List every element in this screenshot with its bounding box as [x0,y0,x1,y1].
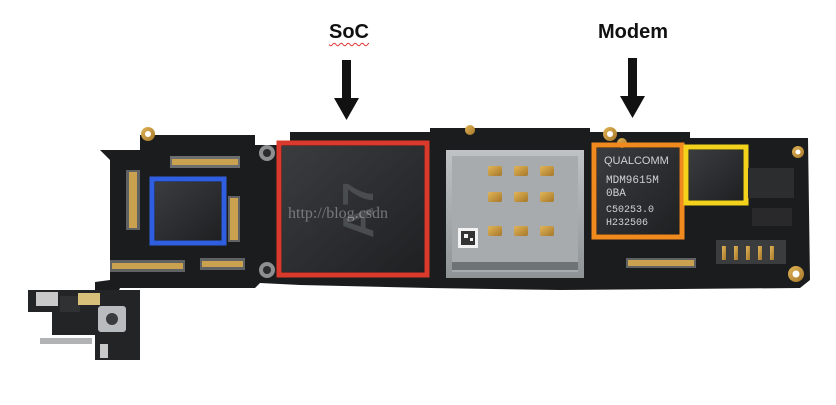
sim-tray [446,150,584,278]
connectors-left [110,156,245,272]
blue-highlight-box [149,176,227,246]
modem-highlight-box [591,142,685,240]
watermark-text: http://blog.csdn [288,205,388,222]
arrow-down-icon [334,60,359,120]
a7-logo: A7 [334,182,383,238]
modem-part-number: MDM9615M [606,175,659,187]
right-components [626,168,794,268]
yellow-box-chip [689,150,743,200]
a7-soc-chip [282,146,424,272]
modem-lot: C50253.0 [606,205,654,216]
soc-highlight-box [276,140,430,278]
modem-revision: 0BA [606,188,626,200]
soc-callout-label: SoC [329,21,369,43]
modem-chip [597,148,679,234]
modem-callout-label: Modem [598,21,668,43]
modem-code: H232506 [606,218,648,229]
arrow-down-icon [620,58,645,118]
qualcomm-logo: QUALCOMM [604,155,669,167]
yellow-highlight-box [683,144,749,206]
blue-box-chip [155,182,221,240]
mounting-holes [141,125,804,282]
